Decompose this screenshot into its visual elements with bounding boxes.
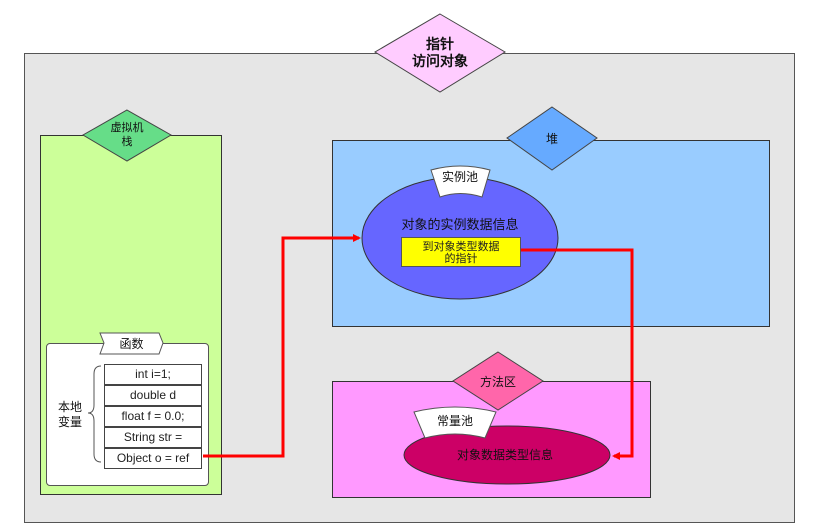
title-line1: 指针 — [426, 36, 454, 52]
heap-label: 堆 — [545, 132, 558, 146]
var-row: String str = — [104, 427, 202, 448]
local-vars-label-line1: 本地 — [57, 400, 82, 414]
stack-diamond — [82, 109, 172, 162]
title-line2: 访问对象 — [412, 53, 468, 69]
var-row: float f = 0.0; — [104, 406, 202, 427]
type-pointer-box: 到对象类型数据 的指针 — [401, 237, 521, 267]
heap-diamond — [506, 106, 598, 171]
page-title: 指针 访问对象 — [395, 36, 485, 70]
constant-pool-label: 常量池 — [436, 414, 473, 428]
type-pointer-arrow — [521, 248, 634, 460]
title-diamond — [374, 13, 506, 93]
vm-stack-label-line1: 虚拟机 — [110, 122, 144, 134]
local-vars-brace — [87, 365, 102, 463]
local-vars-label-line2: 变量 — [57, 415, 82, 429]
var-row: Object o = ref — [104, 448, 202, 469]
method-area-label: 方法区 — [479, 375, 516, 389]
local-vars-label: 本地 变量 — [52, 400, 88, 430]
type-info-ellipse — [403, 425, 611, 485]
constant-pool-tab — [413, 406, 497, 439]
type-pointer-line2: 的指针 — [444, 253, 478, 265]
method-diamond — [452, 351, 544, 411]
ref-arrow — [203, 234, 361, 458]
instance-pool-label: 实例池 — [441, 170, 478, 184]
type-pointer-line1: 到对象类型数据 — [422, 241, 500, 253]
var-row: int i=1; — [104, 364, 202, 385]
instance-data-text: 对象的实例数据信息 — [401, 217, 519, 232]
instance-pool-tab — [430, 165, 491, 198]
var-row: double d — [104, 385, 202, 406]
type-info-text: 对象数据类型信息 — [456, 448, 553, 462]
vm-stack-label: 虚拟机 栈 — [97, 121, 157, 149]
vm-stack-label-line2: 栈 — [121, 136, 133, 148]
function-tab — [99, 332, 164, 355]
function-label: 函数 — [119, 337, 144, 351]
